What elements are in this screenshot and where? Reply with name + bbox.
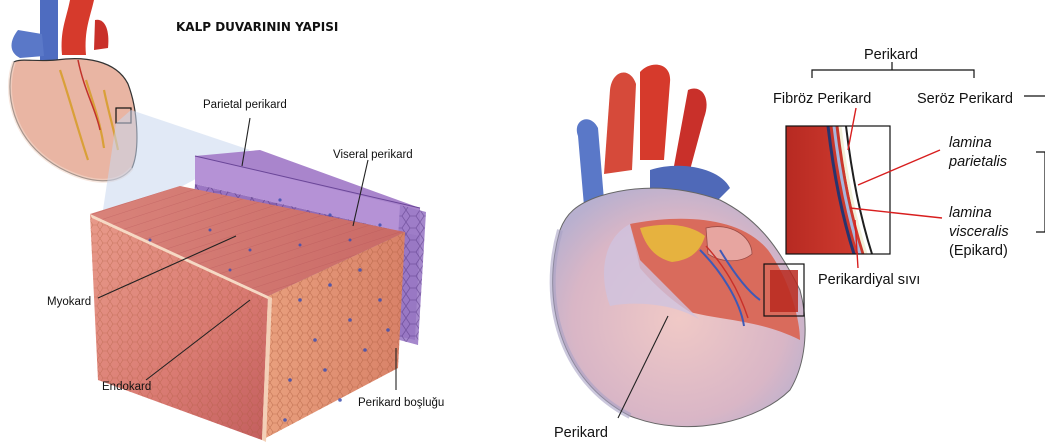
pericard-inset [786, 126, 890, 254]
label-visceral-pericardium: Viseral perikard [333, 150, 413, 162]
label-serous-pericardium: Seröz Perikard [917, 92, 1013, 107]
label-lamina-parietalis-2: parietalis [949, 155, 1007, 170]
right-heart [553, 65, 805, 427]
label-endocardium: Endokard [102, 382, 151, 394]
label-lamina-visceralis-2: visceralis [949, 225, 1009, 240]
label-fibrous-pericardium: Fibröz Perikard [773, 92, 871, 107]
label-lamina-visceralis-1: lamina [949, 206, 992, 221]
label-epicardium: (Epikard) [949, 244, 1008, 259]
label-perikard-top: Perikard [864, 48, 918, 63]
label-perikard-bottom: Perikard [554, 426, 608, 441]
label-parietal-pericardium: Parietal perikard [203, 100, 287, 112]
label-pericardial-cavity: Perikard boşluğu [358, 398, 444, 410]
label-lamina-parietalis-1: lamina [949, 136, 992, 151]
diagram-title: KALP DUVARININ YAPISI [176, 21, 338, 33]
label-pericardial-fluid: Perikardiyal sıvı [818, 273, 920, 288]
label-myocardium: Myokard [47, 297, 91, 309]
